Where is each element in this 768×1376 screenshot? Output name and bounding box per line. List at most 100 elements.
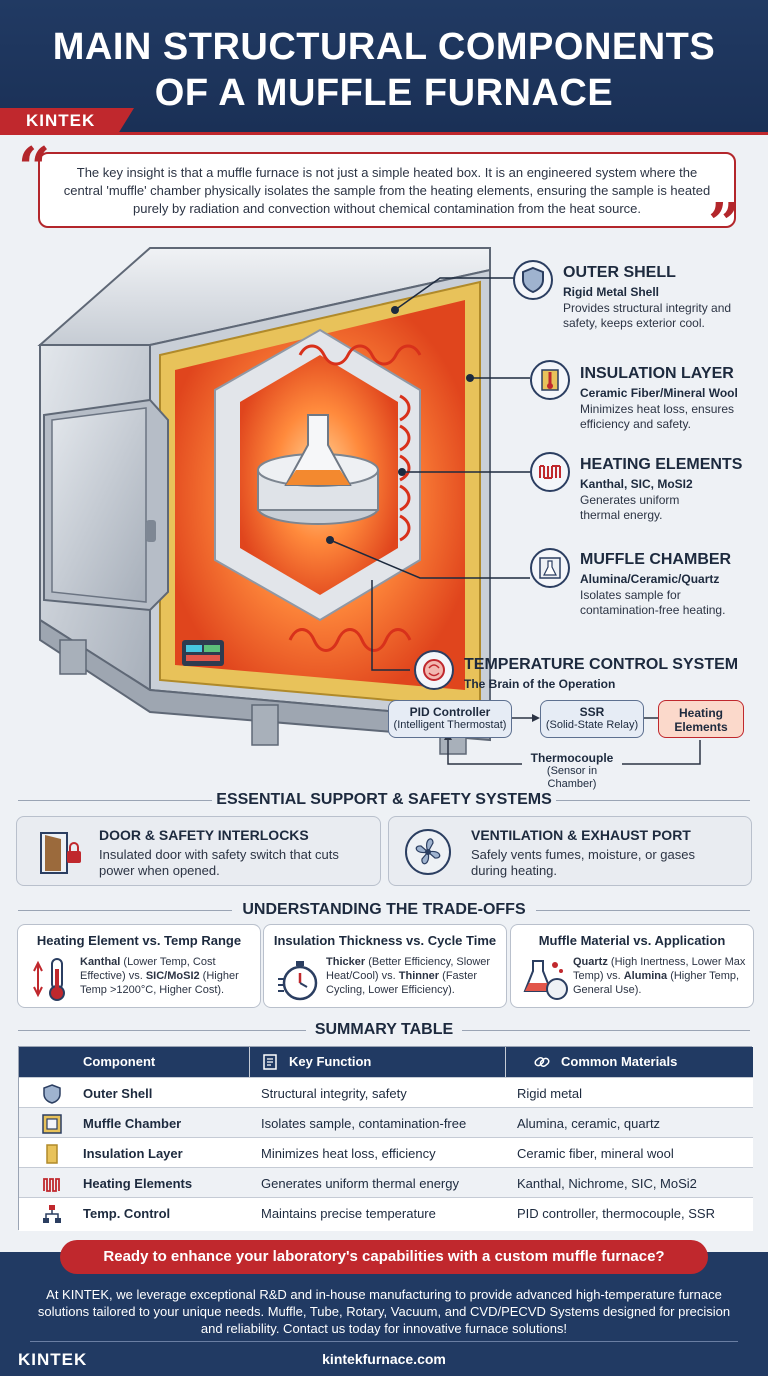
shield-icon (41, 1083, 63, 1108)
row-component: Outer Shell (83, 1086, 153, 1101)
summary-table: Component Key Function Common Materials … (18, 1046, 753, 1231)
footer-divider (30, 1341, 738, 1342)
tradeoff-heating-title: Heating Element vs. Temp Range (36, 933, 242, 948)
table-row: Outer Shell Structural integrity, safety… (19, 1077, 753, 1107)
furnace-cutaway-diagram (37, 247, 701, 765)
link-icon (533, 1053, 551, 1074)
beaker-icon (521, 955, 569, 1008)
table-row: Muffle Chamber Isolates sample, contamin… (19, 1107, 753, 1137)
muffle-chamber-desc: Isolates sample for contamination-free h… (580, 588, 726, 617)
stopwatch-icon (276, 955, 322, 1008)
tradeoff-insulation-desc: Thicker (Better Efficiency, Slower Heat/… (326, 956, 491, 996)
ventilation-card: VENTILATION & EXHAUST PORT Safely vents … (388, 816, 752, 886)
support-section-title: ESSENTIAL SUPPORT & SAFETY SYSTEMS (216, 791, 552, 808)
flask-icon (530, 548, 570, 588)
table-row: Insulation Layer Minimizes heat loss, ef… (19, 1137, 753, 1167)
thermocouple-title: Thermocouple (530, 751, 614, 765)
temp-control-subtitle: The Brain of the Operation (464, 677, 616, 691)
pid-sub: (Intelligent Thermostat) (393, 719, 507, 731)
document-icon (261, 1053, 279, 1074)
section-divider (18, 800, 212, 801)
fan-icon (403, 827, 453, 882)
row-materials: Alumina, ceramic, quartz (517, 1116, 661, 1131)
door-handle (146, 520, 156, 542)
section-divider (18, 910, 232, 911)
brand-tag: KINTEK (0, 108, 134, 134)
summary-table-title: SUMMARY TABLE (314, 1021, 454, 1038)
tradeoff-insulation-title: Insulation Thickness vs. Cycle Time (273, 933, 497, 948)
header-key-function: Key Function (289, 1054, 372, 1069)
pid-controller-box: PID Controller(Intelligent Thermostat) (388, 700, 512, 738)
row-function: Minimizes heat loss, efficiency (261, 1146, 436, 1161)
row-materials: Ceramic fiber, mineral wool (517, 1146, 674, 1161)
muffle-chamber-subtitle: Alumina/Ceramic/Quartz (580, 572, 720, 586)
control-flow-arrows (447, 717, 701, 765)
row-component: Temp. Control (83, 1206, 171, 1221)
footer-text: At KINTEK, we leverage exceptional R&D a… (37, 1287, 731, 1336)
heating-elements-title: HEATING ELEMENTS (580, 456, 743, 473)
row-materials: Kanthal, Nichrome, SIC, MoSi2 (517, 1176, 697, 1191)
heating-coils (288, 344, 422, 652)
row-function: Generates uniform thermal energy (261, 1176, 459, 1191)
tradeoff-card-insulation: Insulation Thickness vs. Cycle Time Thic… (263, 924, 507, 1008)
door-interlock-card: DOOR & SAFETY INTERLOCKS Insulated door … (16, 816, 381, 886)
callout-leaders (329, 277, 530, 671)
insulation-layer-subtitle: Ceramic Fiber/Mineral Wool (580, 386, 738, 400)
network-icon (41, 1203, 63, 1228)
brain-icon (414, 650, 454, 690)
door-interlock-title: DOOR & SAFETY INTERLOCKS (99, 827, 309, 843)
thermocouple-label: Thermocouple(Sensor in Chamber) (522, 752, 622, 791)
heating-coil-icon (41, 1173, 63, 1198)
chamber-icon (41, 1113, 63, 1138)
insulation-icon (41, 1143, 63, 1168)
temp-control-title: TEMPERATURE CONTROL SYSTEM (464, 656, 739, 673)
outer-shell-title: OUTER SHELL (563, 264, 676, 281)
page-title: MAIN STRUCTURAL COMPONENTS OF A MUFFLE F… (0, 24, 768, 116)
close-quote-icon: ” (708, 191, 741, 257)
heat-box-line2: Elements (674, 720, 728, 734)
ssr-sub: (Solid-State Relay) (545, 719, 639, 731)
tradeoff-material-title: Muffle Material vs. Application (538, 933, 726, 948)
row-component: Heating Elements (83, 1176, 193, 1191)
website-link[interactable]: kintekfurnace.com (322, 1351, 446, 1367)
door-lock-icon (35, 829, 85, 882)
heating-elements-desc: Generates uniform thermal energy. (580, 493, 680, 522)
control-panel (182, 640, 224, 666)
outer-shell-subtitle: Rigid Metal Shell (563, 285, 660, 299)
row-function: Isolates sample, contamination-free (261, 1116, 467, 1131)
tradeoff-material-desc: Quartz (High Inertness, Lower Max Temp) … (573, 956, 746, 996)
heating-coil-icon (530, 452, 570, 492)
row-function: Structural integrity, safety (261, 1086, 407, 1101)
header-divider (0, 132, 768, 135)
thermocouple-sub: (Sensor in Chamber) (546, 765, 598, 790)
outer-shell-desc: Provides structural integrity and safety… (563, 301, 732, 330)
insulation-layer-title: INSULATION LAYER (580, 365, 734, 382)
row-component: Insulation Layer (83, 1146, 183, 1161)
cta-banner[interactable]: Ready to enhance your laboratory's capab… (60, 1240, 708, 1274)
quote-text: The key insight is that a muffle furnace… (63, 165, 711, 216)
table-header: Component Key Function Common Materials (19, 1047, 753, 1077)
thermometer-icon (530, 360, 570, 400)
shield-icon (513, 260, 553, 300)
tradeoffs-section-title: UNDERSTANDING THE TRADE-OFFS (242, 901, 526, 918)
insight-quote: The key insight is that a muffle furnace… (38, 152, 736, 228)
tradeoff-heating-desc: Kanthal (Lower Temp, Cost Effective) vs.… (80, 956, 239, 996)
footer-logo: KINTEK (18, 1350, 88, 1369)
row-materials: PID controller, thermocouple, SSR (517, 1206, 715, 1221)
row-component: Muffle Chamber (83, 1116, 182, 1131)
insulation-layer-desc: Minimizes heat loss, ensures efficiency … (580, 402, 735, 431)
header-common-materials: Common Materials (561, 1054, 678, 1069)
section-divider (556, 800, 750, 801)
table-row: Temp. Control Maintains precise temperat… (19, 1197, 753, 1231)
section-divider (536, 910, 750, 911)
ventilation-title: VENTILATION & EXHAUST PORT (471, 827, 691, 843)
tradeoff-card-material: Muffle Material vs. Application Quartz (… (510, 924, 754, 1008)
temperature-icon (28, 955, 74, 1008)
ssr-box: SSR(Solid-State Relay) (540, 700, 644, 738)
title-line-2: OF A MUFFLE FURNACE (154, 72, 614, 114)
muffle-chamber-title: MUFFLE CHAMBER (580, 551, 732, 568)
tradeoff-card-heating: Heating Element vs. Temp Range Kanthal (… (17, 924, 261, 1008)
section-divider (18, 1030, 306, 1031)
row-materials: Rigid metal (517, 1086, 583, 1101)
